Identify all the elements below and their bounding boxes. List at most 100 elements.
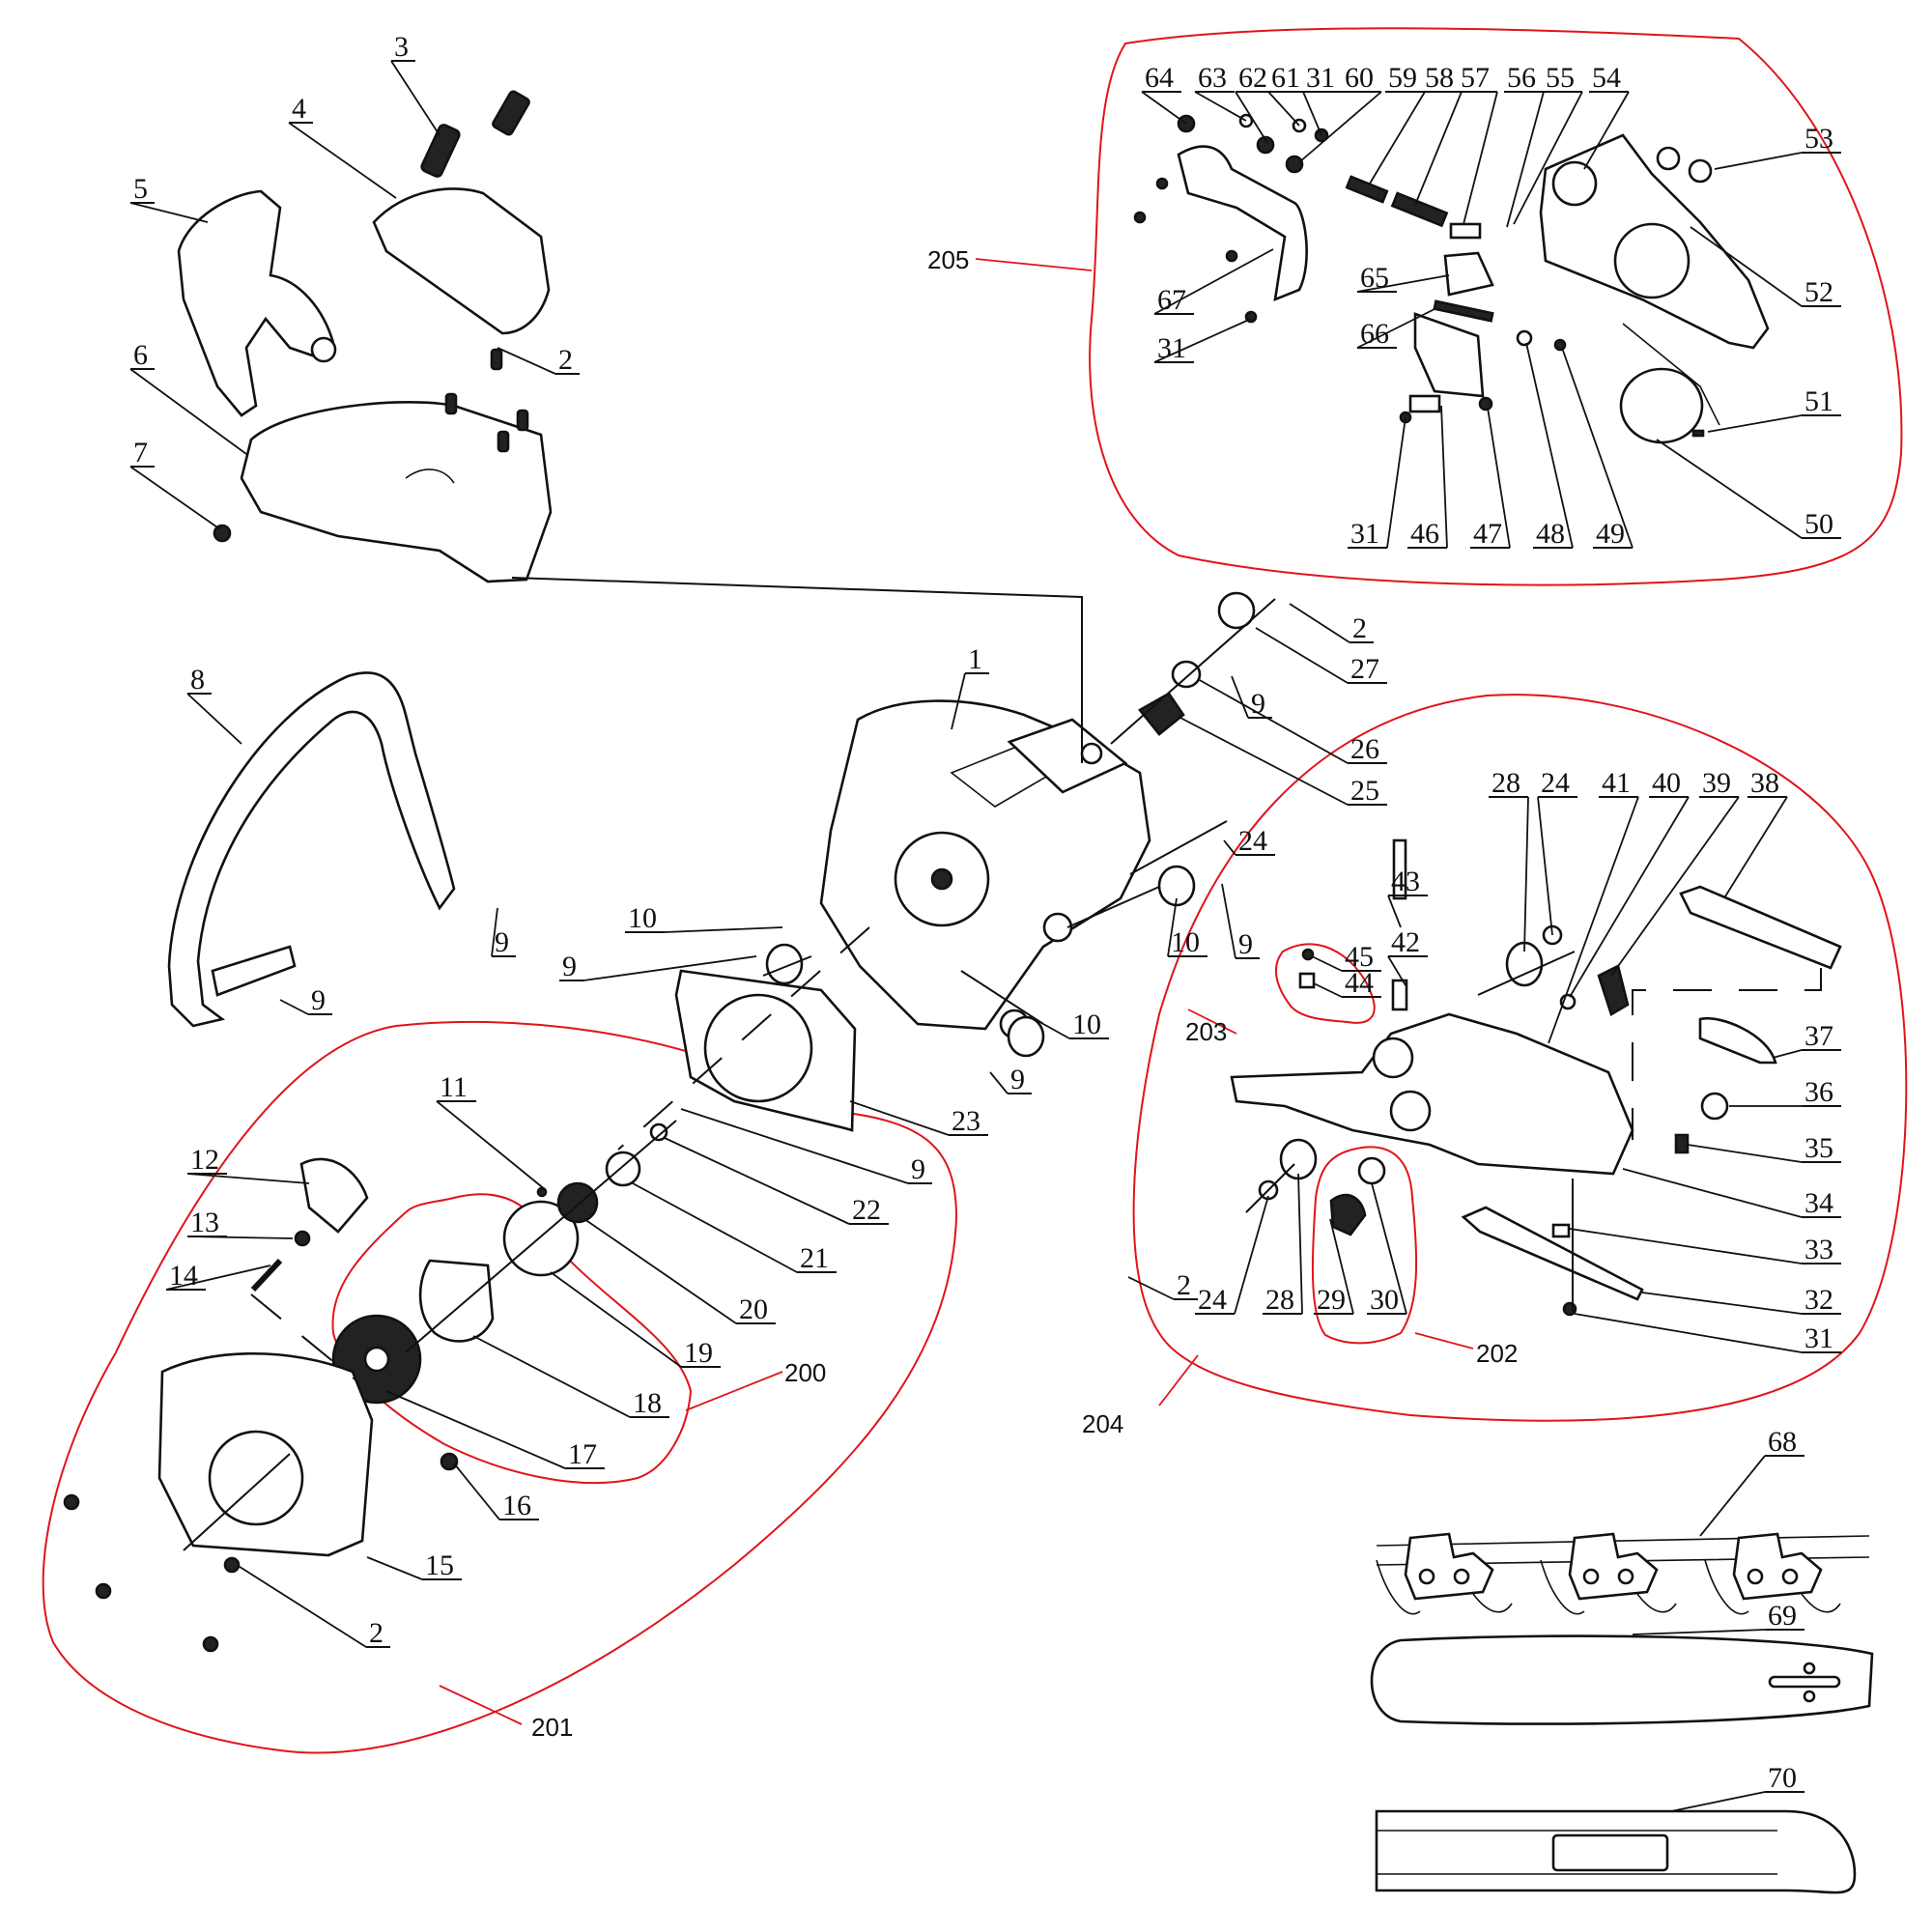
parts [63, 90, 1874, 1894]
chain-drive-link [1376, 1559, 1513, 1615]
part-cap-29 [1329, 1193, 1367, 1236]
part-engine-mount-right [1042, 912, 1073, 943]
part-clip-62 [1256, 135, 1275, 155]
part-number-text: 40 [1652, 767, 1681, 799]
part-starter-housing-ring [208, 1430, 304, 1526]
part-number-text: 24 [1238, 825, 1267, 857]
part-label-44: 44 [1313, 967, 1381, 999]
leader-line [1463, 91, 1498, 225]
part-label-25: 25 [1178, 716, 1387, 807]
part-guide-bar-slot [1768, 1675, 1841, 1689]
part-filter-42 [1391, 979, 1408, 1011]
leader-line [279, 999, 309, 1015]
part-label-12: 12 [186, 1144, 310, 1184]
part-spring-66 [1433, 299, 1494, 323]
part-label-2: 2 [497, 344, 580, 376]
part-number-text: 9 [911, 1153, 925, 1185]
part-number-text: 31 [1306, 62, 1335, 94]
part-label-32: 32 [1641, 1284, 1841, 1316]
leader-line [472, 1335, 631, 1418]
part-screws-housing [444, 348, 529, 453]
part-mount-right [1157, 865, 1196, 907]
part-number-text: 39 [1702, 767, 1731, 799]
part-label-3: 3 [390, 31, 440, 136]
group-203-outline [1275, 943, 1376, 1024]
leader-line [1707, 414, 1803, 433]
leader-line [1656, 439, 1803, 539]
leader-line [1574, 1313, 1803, 1353]
part-label-63: 63 [1194, 62, 1247, 122]
part-number-text: 11 [440, 1071, 468, 1103]
part-label-70: 70 [1670, 1762, 1804, 1812]
part-label-41: 41 [1548, 767, 1639, 1044]
leader-line [1714, 152, 1803, 170]
group-label-205: 205 [927, 245, 969, 274]
leader-line [1369, 91, 1426, 185]
leader-line [664, 926, 783, 933]
leader-line [390, 60, 440, 136]
leader-line [165, 1264, 271, 1291]
part-number-text: 10 [628, 902, 657, 934]
leader-line [1622, 1168, 1803, 1218]
leader-line [453, 1463, 500, 1520]
part-washer-48 [1516, 329, 1533, 347]
chain-drive-link [1540, 1559, 1677, 1615]
part-label-42: 42 [1387, 926, 1428, 986]
leader-line [1414, 91, 1463, 206]
part-number-text: 7 [133, 437, 148, 469]
part-label-15: 15 [366, 1549, 462, 1581]
part-guide-bar [1370, 1634, 1874, 1725]
part-label-2: 2 [1127, 1269, 1198, 1301]
leader-line [1610, 796, 1740, 977]
part-label-33: 33 [1569, 1228, 1841, 1265]
group-label-202: 202 [1476, 1339, 1518, 1368]
part-brake-lever-67 [1177, 145, 1308, 302]
part-label-59: 59 [1369, 62, 1426, 185]
leader-line [1487, 407, 1511, 549]
part-ring-26 [1171, 660, 1202, 689]
leader-line [1670, 1791, 1766, 1812]
leader-line [1127, 1276, 1175, 1300]
part-number-text: 24 [1198, 1284, 1227, 1316]
part-number-text: 31 [1157, 332, 1186, 364]
part-sprocket-54 [1551, 160, 1598, 207]
leader-line [1153, 248, 1274, 315]
part-label-6: 6 [129, 339, 247, 455]
part-number-text: 32 [1804, 1284, 1833, 1316]
part-spring-disc-17-hole [363, 1346, 390, 1373]
group-labels: 205 203 202 204 201 200 [531, 245, 1518, 1742]
part-nut-47 [1478, 396, 1493, 412]
part-grip-13 [294, 1230, 311, 1247]
group-label-204: 204 [1082, 1409, 1123, 1438]
leader-line [1371, 1182, 1407, 1315]
part-ring-30 [1357, 1156, 1386, 1185]
chain-cutter-link [1732, 1532, 1823, 1601]
part-trigger-37 [1698, 1016, 1777, 1065]
part-nipple-45 [1301, 948, 1315, 961]
part-guide-bar-hole-a [1803, 1662, 1816, 1675]
part-screw-31-e [1133, 211, 1147, 224]
part-number-text: 28 [1492, 767, 1520, 799]
leader-line [1772, 1049, 1803, 1059]
part-spring-59 [1345, 175, 1389, 204]
part-label-37: 37 [1772, 1020, 1841, 1059]
part-label-40: 40 [1569, 767, 1690, 998]
leader-line [1569, 1228, 1803, 1264]
leader-line [236, 1564, 367, 1648]
part-label-2: 2 [236, 1564, 390, 1649]
part-handle-housing [240, 401, 553, 583]
part-number-text: 22 [852, 1194, 881, 1226]
part-label-28: 28 [1263, 1173, 1303, 1316]
part-pad-46 [1408, 394, 1441, 413]
part-washer-22 [649, 1122, 668, 1142]
part-filter-cone [1138, 692, 1185, 736]
part-cap-44 [1298, 972, 1316, 989]
group-label-201: 201 [531, 1713, 573, 1742]
part-label-5: 5 [129, 173, 209, 223]
part-tube-43 [1392, 838, 1407, 900]
part-number-text: 15 [425, 1549, 454, 1581]
part-label-9: 9 [491, 907, 516, 958]
part-tank-cap-hole [1372, 1037, 1414, 1079]
part-label-58: 58 [1414, 62, 1463, 206]
